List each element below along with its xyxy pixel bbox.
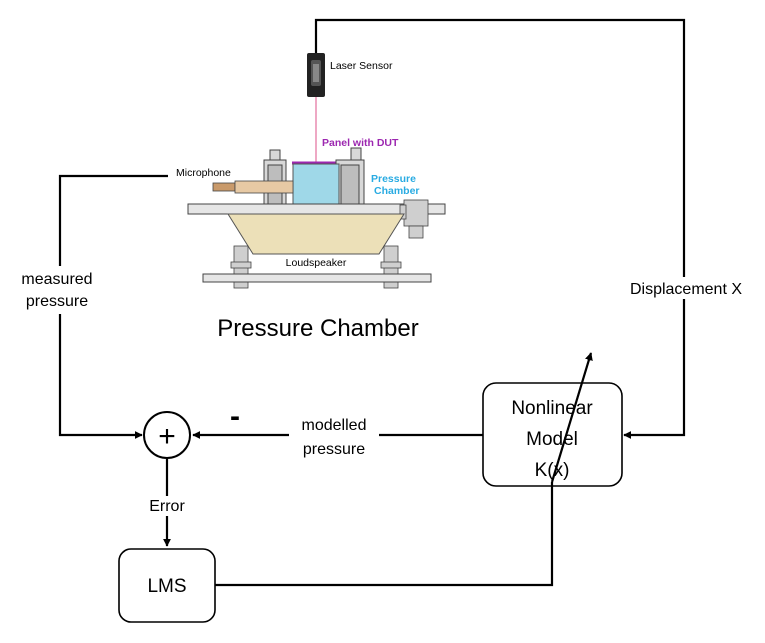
modelled-pressure-label-2: pressure bbox=[303, 441, 365, 458]
pressure-chamber-title: Pressure Chamber bbox=[217, 315, 418, 342]
panel-with-dut-label: Panel with DUT bbox=[322, 137, 399, 149]
microphone-label: Microphone bbox=[176, 167, 231, 179]
right-clamp bbox=[335, 147, 365, 213]
model-label-line2: Model bbox=[526, 429, 578, 450]
modelled-pressure-label-1: modelled bbox=[302, 417, 367, 434]
pressure-chamber-small-label-1: Pressure bbox=[371, 173, 416, 185]
displacement-line bbox=[314, 18, 686, 439]
minus-sign: - bbox=[230, 400, 240, 433]
pressure-chamber-small-label-2: Chamber bbox=[374, 185, 420, 197]
microphone-device bbox=[212, 180, 294, 194]
displacement-x-label: Displacement X bbox=[630, 281, 742, 298]
model-label-line3: K(x) bbox=[535, 460, 570, 481]
laser-sensor-label: Laser Sensor bbox=[330, 60, 393, 72]
lms-box bbox=[118, 548, 216, 623]
summing-junction bbox=[143, 411, 191, 459]
lms-label: LMS bbox=[147, 576, 186, 597]
adaptation-arrow bbox=[550, 352, 593, 483]
nonlinear-model-box bbox=[482, 382, 623, 487]
loudspeaker-body bbox=[227, 213, 405, 255]
bottom-plate bbox=[202, 273, 432, 283]
laser-sensor-device bbox=[307, 53, 325, 97]
model-label-line1: Nonlinear bbox=[511, 398, 593, 419]
pressure-chamber-illustration bbox=[187, 53, 446, 289]
side-fitting bbox=[399, 199, 429, 239]
plus-sign: + bbox=[158, 420, 176, 453]
loudspeaker-label: Loudspeaker bbox=[286, 257, 347, 269]
measured-pressure-label-2: pressure bbox=[26, 293, 88, 310]
left-clamp bbox=[263, 149, 287, 211]
error-label: Error bbox=[149, 498, 185, 515]
lms-feedback-line bbox=[215, 482, 554, 587]
measured-pressure-label-1: measured bbox=[21, 271, 92, 288]
